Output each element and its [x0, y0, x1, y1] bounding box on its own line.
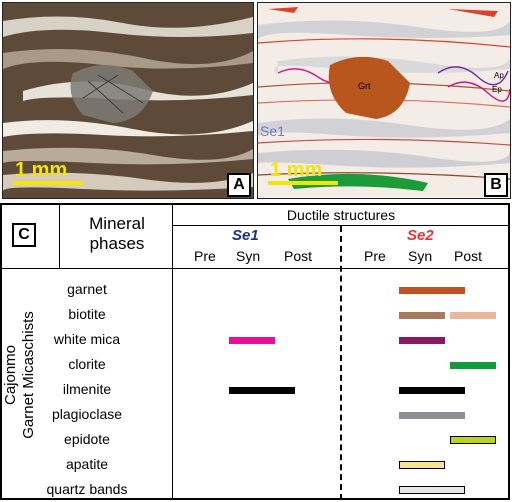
se2-syn: Syn — [408, 248, 433, 264]
panel-letter-c: C — [12, 223, 36, 247]
rock-label-line2: Garnet Micaschists — [20, 311, 37, 439]
mineral-biotite: biotite — [68, 306, 106, 322]
mineral-clorite: clorite — [68, 356, 106, 372]
bar-garnet-se2-syn — [399, 287, 465, 294]
mineral-ilmenite: ilmenite — [62, 381, 112, 397]
scale-bar-a — [13, 181, 83, 185]
bar-ilmenite-se2-syn — [399, 387, 465, 394]
scale-bar-b — [268, 181, 338, 185]
mineral-quartz-bands: quartz bands — [46, 481, 128, 497]
header-divider-top — [172, 225, 510, 226]
panel-letter-b: B — [484, 173, 508, 197]
scale-label-b: 1 mm — [270, 159, 323, 181]
bar-epidote-se2-post — [450, 436, 496, 444]
se1-syn: Syn — [236, 248, 261, 264]
label-ep: Ep — [492, 85, 502, 94]
se1-post: Post — [284, 248, 313, 264]
bar-white-mica-se2-syn — [399, 337, 445, 344]
scale-label-a: 1 mm — [15, 159, 68, 181]
panel-b-drawing: Grt Se1 Ap Ep 1 mm B — [257, 2, 511, 199]
se2-post: Post — [454, 248, 483, 264]
dashed-divider — [340, 226, 342, 500]
bar-biotite-se2-post — [450, 312, 496, 319]
vertical-divider-left — [59, 205, 60, 268]
se2-pre: Pre — [364, 248, 386, 264]
label-se1: Se1 — [260, 123, 285, 139]
photomicrograph-image — [3, 3, 253, 198]
label-ap: Ap — [494, 71, 504, 80]
rock-label-line1: Cajonmo — [2, 344, 19, 406]
se1-pre: Pre — [194, 248, 216, 264]
panel-a-photomicrograph: 1 mm A — [2, 2, 254, 199]
mineral-header-line2: phases — [89, 234, 145, 253]
bar-biotite-se2-syn — [399, 312, 445, 319]
mineral-garnet: garnet — [67, 281, 107, 297]
panel-c-table: C Mineral phases Ductile structures Se1 … — [0, 203, 510, 500]
bar-clorite-se2-post — [450, 362, 496, 369]
interpretive-drawing — [258, 3, 510, 198]
mineral-plagioclase: plagioclase — [51, 406, 123, 422]
label-grt: Grt — [358, 81, 371, 91]
ductile-structures-header: Ductile structures — [286, 207, 396, 223]
rock-label: Cajonmo Garnet Micaschists — [2, 265, 42, 485]
bar-apatite-se2-syn — [399, 461, 445, 469]
mineral-white-mica: white mica — [53, 331, 121, 347]
bar-quartz-bands-se2-syn — [399, 486, 465, 494]
mineral-epidote: epidote — [64, 431, 110, 447]
header-divider-bottom — [2, 268, 510, 269]
se2-title: Se2 — [407, 227, 434, 244]
bar-ilmenite-se1 — [229, 387, 295, 394]
bar-white-mica-se1-syn — [229, 337, 275, 344]
mineral-apatite: apatite — [65, 456, 109, 472]
panel-letter-a: A — [227, 173, 251, 197]
mineral-header-line1: Mineral — [89, 214, 145, 233]
se1-title: Se1 — [232, 227, 259, 244]
bar-plagioclase-se2-syn — [399, 412, 465, 419]
vertical-divider-main — [172, 205, 173, 500]
